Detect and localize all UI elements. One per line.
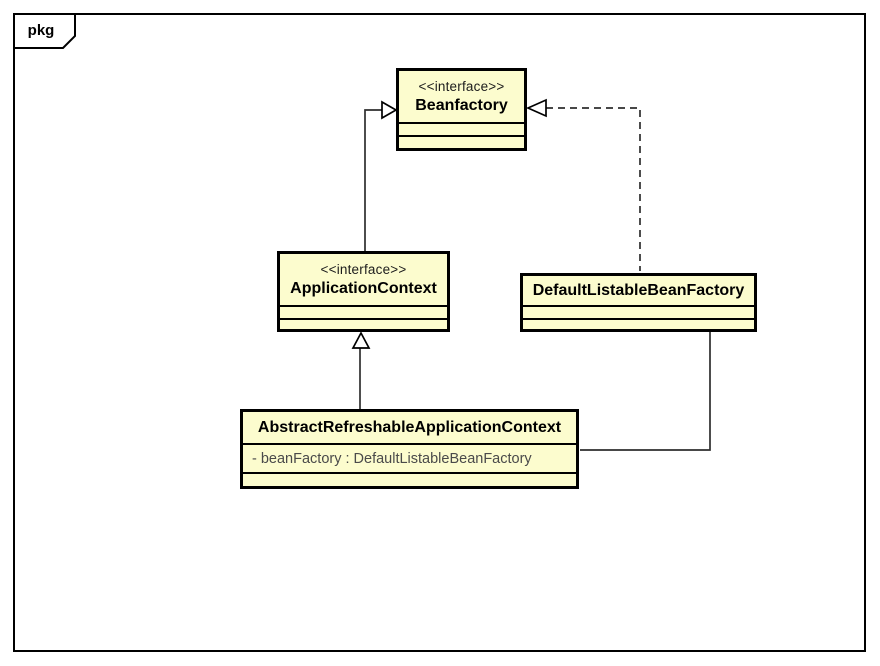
realization-line-defaultlistable-beanfactory — [546, 107, 641, 271]
package-tab-label: pkg — [27, 22, 55, 39]
methods-compartment — [399, 135, 524, 148]
class-title-compartment: DefaultListableBeanFactory — [523, 276, 754, 305]
attributes-compartment — [399, 122, 524, 135]
stereotype-label: <<interface>> — [320, 261, 407, 277]
class-title-compartment: AbstractRefreshableApplicationContext — [243, 412, 576, 443]
class-box-applicationcontext[interactable]: <<interface>> ApplicationContext — [277, 251, 450, 332]
attributes-compartment: - beanFactory : DefaultListableBeanFacto… — [243, 443, 576, 472]
class-name-label: ApplicationContext — [290, 279, 437, 297]
generalization-arrowhead-applicationcontext — [351, 331, 371, 349]
attributes-compartment — [280, 305, 447, 318]
association-line-defaultlistable-abstract — [580, 332, 711, 451]
class-title-compartment: <<interface>> Beanfactory — [399, 71, 524, 122]
methods-compartment — [243, 472, 576, 486]
generalization-arrowhead-left-beanfactory — [381, 100, 398, 120]
stereotype-label: <<interface>> — [418, 78, 505, 94]
package-frame — [13, 13, 866, 652]
generalization-line-applicationcontext-beanfactory — [364, 109, 382, 251]
class-name-label: Beanfactory — [415, 96, 508, 114]
realization-arrowhead-right-beanfactory — [525, 98, 547, 118]
methods-compartment — [523, 318, 754, 329]
class-box-beanfactory[interactable]: <<interface>> Beanfactory — [396, 68, 527, 151]
methods-compartment — [280, 318, 447, 329]
class-box-defaultlistablebeanfactory[interactable]: DefaultListableBeanFactory — [520, 273, 757, 332]
class-name-label: DefaultListableBeanFactory — [532, 281, 745, 299]
class-name-label: AbstractRefreshableApplicationContext — [257, 418, 562, 436]
attributes-compartment — [523, 305, 754, 318]
attribute-beanfactory-field: - beanFactory : DefaultListableBeanFacto… — [252, 450, 532, 467]
class-box-abstractrefreshableapplicationcontext[interactable]: AbstractRefreshableApplicationContext - … — [240, 409, 579, 489]
class-title-compartment: <<interface>> ApplicationContext — [280, 254, 447, 305]
package-tab — [13, 13, 76, 49]
